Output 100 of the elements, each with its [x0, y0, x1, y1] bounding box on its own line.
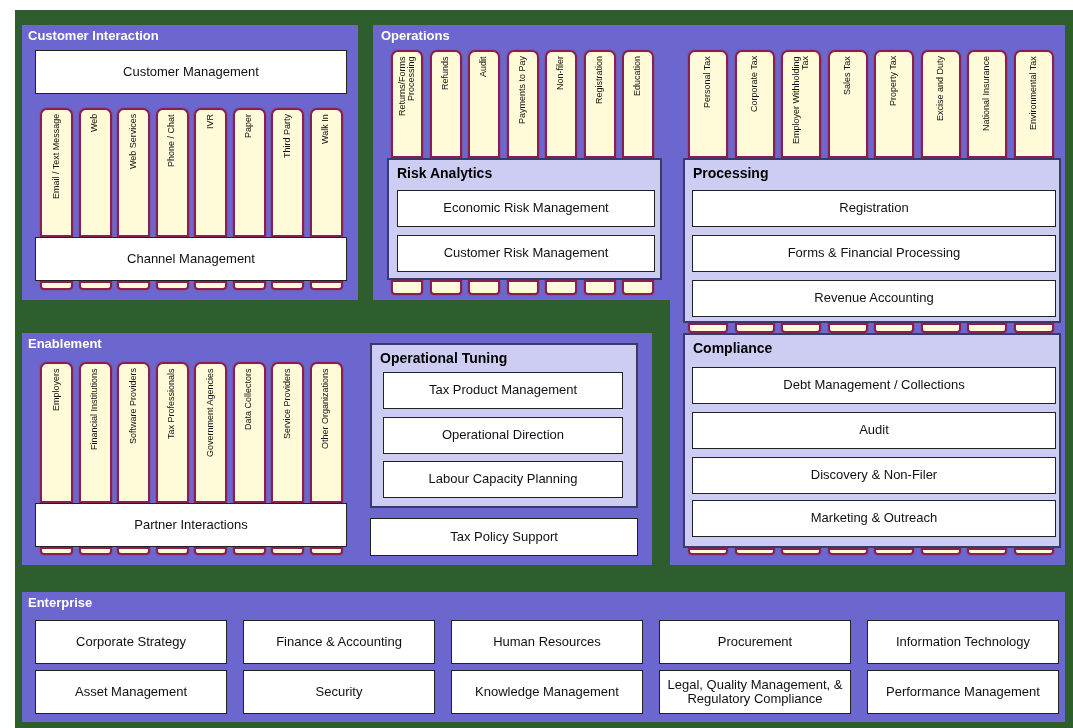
function-box: [397, 235, 655, 272]
channel-column: [827, 50, 868, 158]
box-label: Human Resources: [493, 634, 601, 650]
box-label: Property Tax: [889, 56, 899, 109]
box-label: Other Organizations: [321, 368, 331, 451]
box-label: Tax Product Management: [428, 383, 578, 398]
panel-title: Processing: [693, 165, 769, 181]
channel-column: [874, 50, 914, 158]
box-label: Third Party: [282, 114, 293, 160]
function-box: [659, 670, 851, 714]
function-box: [867, 620, 1059, 664]
channel-column: [40, 362, 73, 503]
channel-column: [194, 362, 227, 503]
box-label: Corporate Strategy: [76, 634, 186, 650]
channel-column: [734, 50, 775, 158]
box-label: Service Providers: [282, 368, 293, 441]
group-panel: [370, 343, 638, 508]
function-box: [35, 237, 347, 281]
panel-title: Enterprise: [28, 595, 93, 610]
function-box: [692, 190, 1056, 227]
box-label: Email / Text Message: [51, 114, 62, 202]
channel-column: [155, 362, 189, 503]
panel-title: Operations: [381, 28, 450, 43]
panel-title: Risk Analytics: [397, 165, 493, 181]
channel-column: [40, 108, 73, 237]
channel-column: [117, 108, 150, 237]
box-label: Tax Professionals: [167, 368, 177, 441]
function-box: [397, 190, 655, 227]
panel-title: Compliance: [693, 340, 773, 356]
group-panel: [387, 158, 662, 280]
function-box: [370, 518, 638, 556]
box-label: Customer Management: [123, 64, 259, 80]
function-box: [35, 620, 227, 664]
channel-column: [117, 362, 150, 503]
box-label: Performance Management: [886, 684, 1040, 700]
channel-column: [155, 108, 189, 237]
box-label: Payments to Pay: [517, 56, 528, 127]
box-label: Government Agencies: [205, 368, 216, 459]
channel-column: [583, 50, 616, 158]
box-label: Finance & Accounting: [276, 634, 402, 650]
box-label: Revenue Accounting: [814, 291, 934, 306]
box-label: Security: [315, 684, 363, 700]
channel-column: [194, 108, 227, 237]
box-label: Walk In: [321, 114, 331, 146]
function-box: [383, 461, 623, 498]
box-label: Personal Tax: [703, 56, 713, 110]
box-label: Customer Risk Management: [443, 246, 609, 261]
box-label: National Insurance: [982, 56, 992, 134]
box-label: Environmental Tax: [1028, 56, 1039, 132]
function-box: [692, 280, 1056, 317]
panel-title: Enablement: [28, 336, 102, 351]
box-label: Registration: [839, 201, 909, 216]
function-box: [692, 457, 1056, 494]
channel-column: [309, 362, 343, 503]
function-box: [692, 500, 1056, 537]
box-label: Financial Institutions: [90, 368, 100, 452]
channel-column: [967, 50, 1007, 158]
box-label: Refunds: [440, 56, 451, 92]
box-label: Operational Direction: [441, 428, 565, 443]
channel-column: [429, 50, 462, 158]
box-label: Asset Management: [75, 684, 187, 700]
panel-title: Operational Tuning: [380, 350, 508, 366]
box-label: Corporate Tax: [749, 56, 760, 115]
function-box: [692, 235, 1056, 272]
panel-title: Customer Interaction: [28, 28, 159, 43]
box-label: Audit: [479, 56, 489, 79]
box-label: Sales Tax: [842, 56, 853, 97]
box-label: Knowledge Management: [475, 684, 619, 700]
box-label: Discovery & Non-Filer: [810, 468, 938, 483]
box-label: Channel Management: [127, 251, 255, 267]
channel-column: [781, 50, 821, 158]
box-label: Excise and Duty: [935, 56, 946, 124]
channel-column: [688, 50, 728, 158]
channel-column: [232, 108, 266, 237]
channel-column: [78, 362, 112, 503]
group-panel: [683, 158, 1061, 323]
box-label: Web: [90, 114, 100, 135]
function-box: [451, 620, 643, 664]
area-panel: [22, 25, 358, 300]
box-label: Information Technology: [895, 634, 1031, 650]
box-label: Partner Interactions: [134, 517, 248, 533]
box-label: Debt Management / Collections: [783, 378, 965, 393]
channel-column: [468, 50, 500, 158]
function-box: [243, 670, 435, 714]
box-label: Returns/Forms Processing: [397, 56, 417, 118]
box-label: Economic Risk Management: [443, 201, 609, 216]
box-label: Web Services: [128, 114, 139, 172]
channel-column: [506, 50, 539, 158]
area-panel: [22, 592, 1065, 722]
channel-column: [920, 50, 961, 158]
function-box: [659, 620, 851, 664]
function-box: [383, 372, 623, 409]
box-label: Employers: [51, 368, 62, 413]
function-box: [867, 670, 1059, 714]
channel-column: [271, 108, 304, 237]
channel-column: [1013, 50, 1054, 158]
function-box: [35, 670, 227, 714]
channel-column: [391, 50, 423, 158]
box-label: Audit: [859, 423, 889, 438]
box-label: Software Providers: [128, 368, 139, 447]
